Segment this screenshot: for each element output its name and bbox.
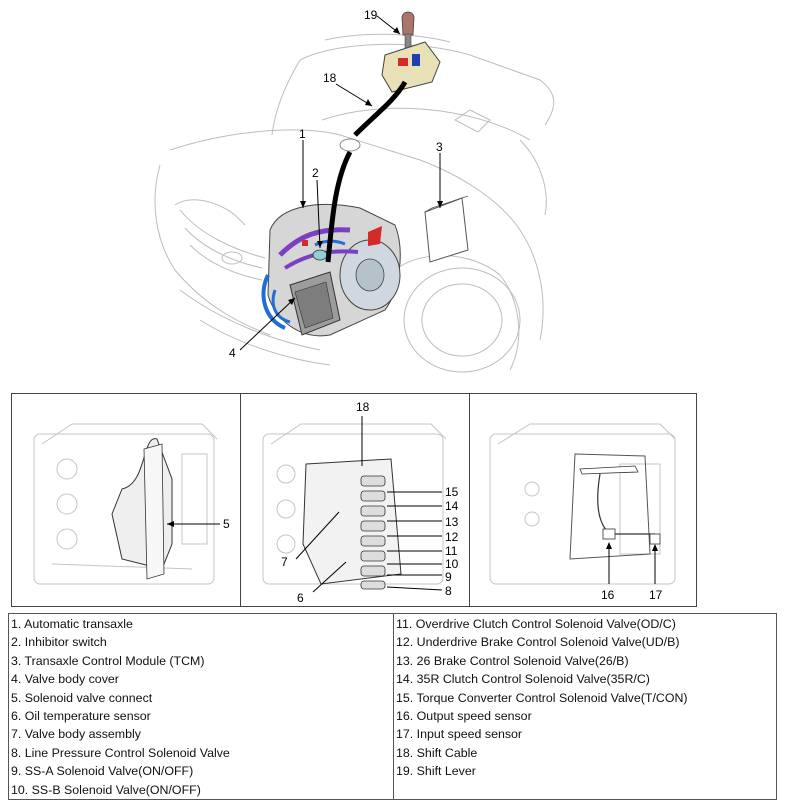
callout-11: 11 xyxy=(445,544,458,558)
shift-cable xyxy=(353,80,408,137)
callout-9: 9 xyxy=(445,570,452,584)
callout-12: 12 xyxy=(445,530,459,544)
legend-item: 19. Shift Lever xyxy=(396,764,476,779)
detail-panels: 5 xyxy=(11,393,697,607)
parts-legend: 1. Automatic transaxle 2. Inhibitor swit… xyxy=(8,613,777,800)
callout-1: 1 xyxy=(299,127,306,141)
panel-valve-cover: 5 xyxy=(12,394,240,606)
callout-19: 19 xyxy=(364,8,378,22)
legend-item: 17. Input speed sensor xyxy=(396,727,523,742)
callout-4: 4 xyxy=(229,346,236,360)
legend-item: 6. Oil temperature sensor xyxy=(11,709,151,724)
vehicle-illustration xyxy=(154,11,555,373)
legend-item: 12. Underdrive Brake Control Solenoid Va… xyxy=(396,635,680,650)
valve-cover-drawing xyxy=(33,423,220,585)
valve-body-drawing xyxy=(262,416,447,593)
callout-3: 3 xyxy=(436,140,443,154)
legend-item: 7. Valve body assembly xyxy=(11,727,141,742)
transaxle-assembly xyxy=(261,203,401,337)
legend-item: 3. Transaxle Control Module (TCM) xyxy=(11,653,205,668)
callout-6: 6 xyxy=(297,591,304,605)
shift-cable-lower xyxy=(325,150,353,263)
legend-item: 1. Automatic transaxle xyxy=(11,617,133,631)
tcm-module xyxy=(424,195,469,263)
callout-8: 8 xyxy=(445,584,452,598)
callout-15: 15 xyxy=(445,485,459,499)
shift-lever xyxy=(381,11,441,93)
legend-item: 15. Torque Converter Control Solenoid Va… xyxy=(396,690,688,705)
callout-16: 16 xyxy=(601,588,615,602)
legend-item: 16. Output speed sensor xyxy=(396,709,532,724)
callout-14: 14 xyxy=(445,499,459,513)
legend-item: 13. 26 Brake Control Solenoid Valve(26/B… xyxy=(396,653,629,668)
callout-13: 13 xyxy=(445,515,459,529)
panel-speed-sensors: 16 17 xyxy=(469,394,697,606)
legend-item: 11. Overdrive Clutch Control Solenoid Va… xyxy=(396,617,676,631)
speed-sensor-drawing xyxy=(489,423,676,585)
callout-17: 17 xyxy=(649,588,663,602)
legend-item: 10. SS-B Solenoid Valve(ON/OFF) xyxy=(11,782,201,797)
legend-column-right: 11. Overdrive Clutch Control Solenoid Va… xyxy=(393,614,779,799)
legend-item: 5. Solenoid valve connect xyxy=(11,690,153,705)
callout-7: 7 xyxy=(281,555,288,569)
callout-18: 18 xyxy=(323,71,337,85)
callout-10: 10 xyxy=(445,557,459,571)
legend-item: 18. Shift Cable xyxy=(396,745,478,760)
legend-item: 2. Inhibitor switch xyxy=(11,635,107,650)
panel-valve-body: 18 15 14 13 12 11 10 9 8 7 6 xyxy=(240,394,470,606)
legend-column-left: 1. Automatic transaxle 2. Inhibitor swit… xyxy=(11,615,395,799)
callout-2: 2 xyxy=(312,166,319,180)
callout-5: 5 xyxy=(223,517,230,531)
legend-item: 9. SS-A Solenoid Valve(ON/OFF) xyxy=(11,764,194,779)
legend-item: 4. Valve body cover xyxy=(11,672,119,687)
legend-item: 8. Line Pressure Control Solenoid Valve xyxy=(11,745,230,760)
callout-18-panel: 18 xyxy=(356,400,370,414)
legend-item: 14. 35R Clutch Control Solenoid Valve(35… xyxy=(396,672,650,687)
